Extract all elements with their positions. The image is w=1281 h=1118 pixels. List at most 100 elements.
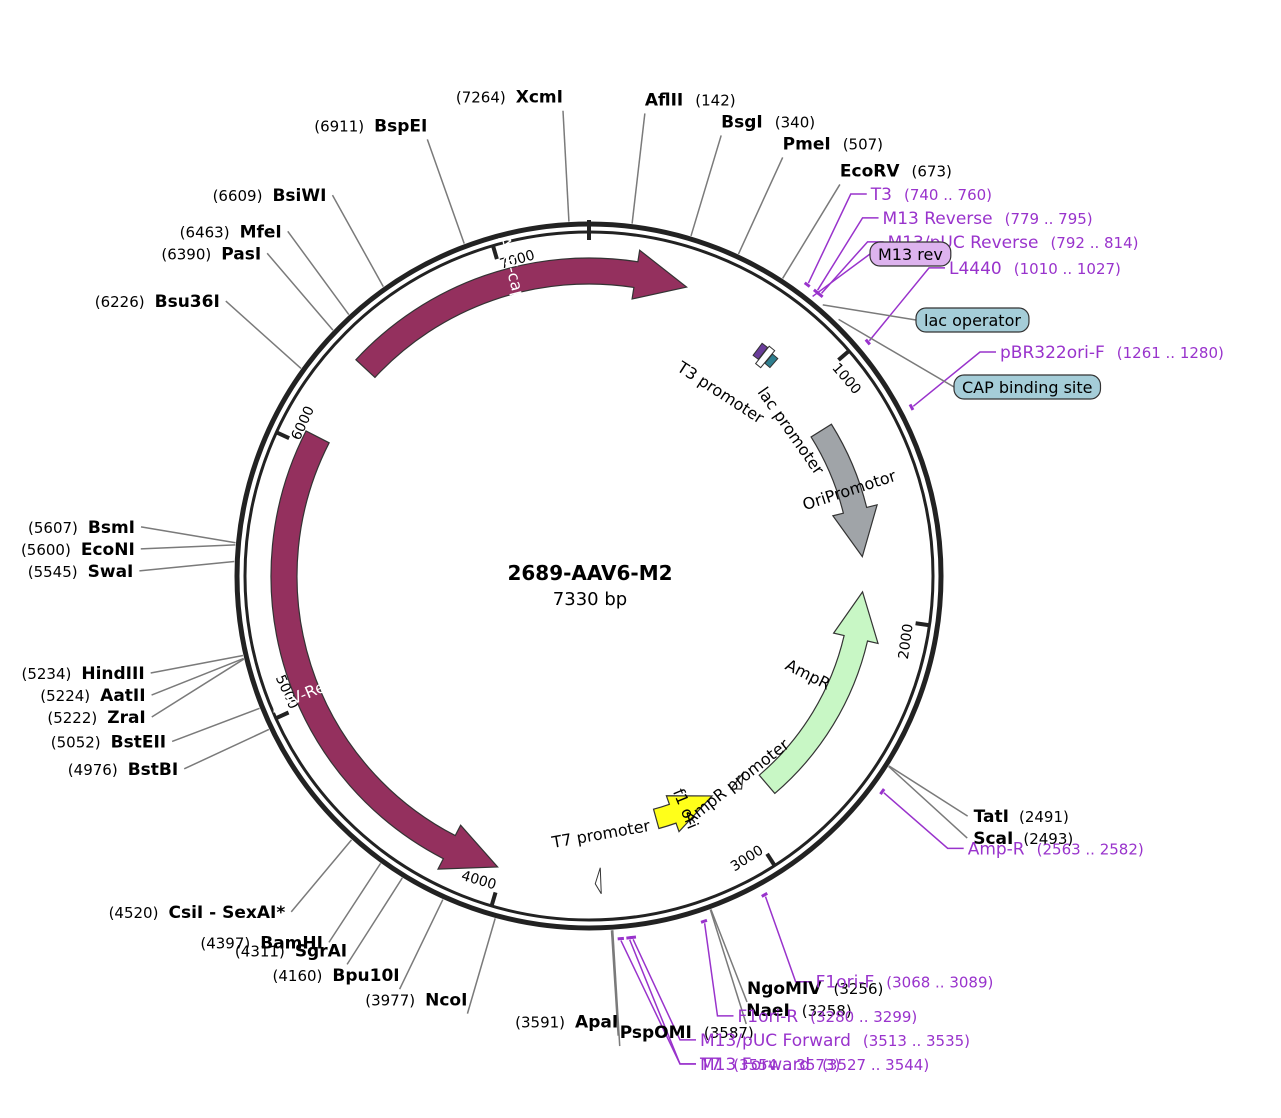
site-name: TatI [974,807,1009,827]
primer-label: M13 Forward(3527 .. 3544) [700,1055,929,1075]
lac-promoter-label: lac promoter [754,383,829,478]
primer-leader [816,217,879,291]
site-leader-line [466,918,496,1014]
feature-ampr [758,590,879,795]
site-position: (4311) [235,942,285,960]
ruler-tick [915,621,930,628]
small-feature-box [754,345,776,369]
site-leader-line [709,909,747,1025]
primer-label: F1ori-F(3068 .. 3089) [816,973,994,993]
site-name: SgrAI [295,941,347,961]
site-position: (142) [695,91,735,109]
primer-leader [912,351,996,407]
primer-position: (1010 .. 1027) [1014,260,1121,278]
feature-pill: CAP binding site [953,374,1102,400]
site-position: (507) [843,135,883,153]
site-leader-line [151,657,244,696]
site-name: BstBI [128,760,179,780]
restriction-site: ApaI (3591) [515,1013,618,1033]
primer-label: pBR322ori-F (1261 .. 1280) [1000,343,1224,363]
t7-promoter-mark [594,867,602,895]
restriction-site: AflII (142) [645,90,736,110]
site-leader-line [151,658,245,718]
site-leader-line [140,544,236,550]
primer-label: L4440 (1010 .. 1027) [949,259,1121,279]
restriction-site: BspEI(6911) [314,116,427,136]
site-name: AatII [100,686,145,706]
restriction-site: ZraI(5222) [47,708,145,728]
primer-name: pBR322ori-F [1000,343,1105,363]
site-position: (4397) [200,934,250,952]
restriction-site: NaeI(3258) [746,1001,851,1021]
site-position: (5545) [28,563,78,581]
small-features [594,342,779,895]
site-position: (6226) [95,293,145,311]
feature-pill: M13 rev [869,241,952,267]
site-position: (3587) [704,1024,754,1042]
primer-position: (1261 .. 1280) [1117,344,1224,362]
pill-leader [838,318,955,388]
restriction-site: CsiI - SexAI*(4520) [109,903,286,923]
primer-mark [879,788,886,795]
primer-name: L4440 [949,259,1002,279]
primer-mark [617,936,625,941]
site-position: (5224) [40,687,90,705]
site-position: (3258) [802,1002,852,1020]
site-name: ScaI [973,829,1013,849]
site-leader-line [139,560,235,572]
site-position: (3256) [833,980,883,998]
pill-shape [915,307,1030,333]
site-position: (4520) [109,904,159,922]
primer-label: T7(3554 .. 3573) [699,1055,840,1075]
site-leader-line [290,839,353,913]
site-position: (5222) [47,709,97,727]
site-leader-line [426,139,465,244]
primer-position: (779 .. 795) [1005,210,1093,228]
primer-name: F1ori-F [816,973,875,993]
feature-aav-rep2 [270,430,499,870]
site-name: PmeI [783,134,831,154]
restriction-site: SwaI (5545) [28,562,134,582]
t7-promoter-label: T7 promoter [549,816,651,852]
ruler-tick [491,245,499,260]
site-position: (4976) [68,761,118,779]
restriction-site: Bsu36I(6226) [95,292,220,312]
restriction-site: BstEII(5052) [51,732,166,752]
site-labels: XcmI(7264)BspEI(6911)BsiWI(6609)MfeI(646… [21,88,1224,1075]
pill-label: CAP binding site [962,378,1092,397]
site-name: PasI [221,244,261,264]
restriction-site: XcmI(7264) [456,88,563,108]
site-name: EcoRV [840,161,900,181]
ruler-tick-label: 3000 [728,842,767,875]
restriction-site: PasI(6390) [161,244,261,264]
primer-position: (3527 .. 3544) [822,1056,929,1074]
site-position: (5234) [21,665,71,683]
pill-shape [869,241,952,267]
site-leader-line [346,877,403,965]
restriction-site: AatII (5224) [40,686,145,706]
feature-label: AmpR [782,655,833,693]
primer-position: (792 .. 814) [1050,234,1138,252]
primer-name: F1ori-R [737,1007,798,1027]
site-leader-line [710,909,748,1003]
site-leader-line [888,765,969,817]
site-position: (5607) [28,519,78,537]
primer-mark [864,338,871,346]
site-leader-line [331,194,384,288]
primer-leader [883,792,964,850]
site-position: (3591) [515,1014,565,1032]
primer-name: T7 [699,1055,721,1075]
restriction-site: TatI(2491) [974,807,1069,827]
site-leader-line [328,862,382,943]
feature-f1-ori [652,795,714,833]
site-name: AflII [645,90,683,110]
site-name: BsmI [88,518,135,538]
primer-label: F1ori-R(3280 .. 3299) [737,1007,917,1027]
restriction-site: Bpu10I(4160) [273,966,400,986]
ruler-tick [489,891,498,907]
site-name: ApaI [575,1013,618,1033]
site-name: SwaI [88,562,134,582]
ruler-tick [765,852,777,867]
primer-label: M13 Reverse(779 .. 795) [883,209,1093,229]
pill-shape [953,374,1102,400]
